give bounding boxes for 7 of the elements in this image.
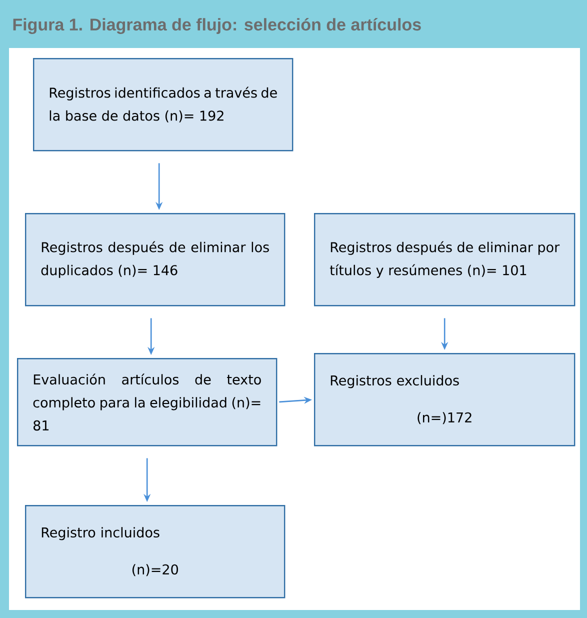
figure-title: Figura 1. Diagrama de flujo: selección de artículos	[13, 18, 421, 34]
process-box: Registros identificados a través de la base de datos (n)= 192	[33, 58, 294, 152]
process-box: Registros después de eliminar por títulos y resúmenes (n)= 101	[314, 213, 576, 306]
process-box: Registros excluidos (n=)172	[314, 353, 576, 446]
process-box: Registros después de eliminar los duplicados (n)= 146	[25, 213, 286, 306]
process-box: Evaluación artículos de texto completo para la elegibilidad (n)= 81	[17, 358, 278, 446]
process-box: Registro incluidos (n)=20	[25, 505, 286, 598]
